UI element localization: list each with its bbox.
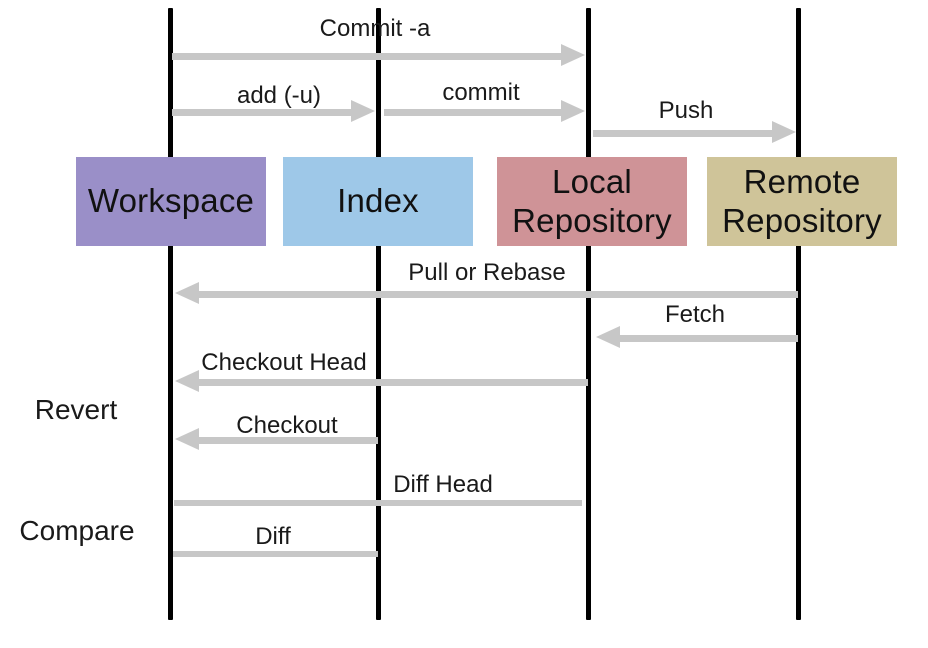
- lifeline-local-repository: [586, 8, 591, 620]
- arrow-head-commit-a-icon: [561, 44, 585, 66]
- arrow-head-fetch-icon: [596, 326, 620, 348]
- box-label-remote-repository: Remote Repository: [722, 162, 882, 239]
- arrow-shaft-diff: [173, 551, 378, 557]
- arrow-shaft-pull-or-rebase: [195, 291, 798, 298]
- arrow-shaft-push: [593, 130, 776, 137]
- arrow-head-add-u-icon: [351, 100, 375, 122]
- arrow-head-commit-icon: [561, 100, 585, 122]
- arrow-shaft-commit-a: [172, 53, 565, 60]
- arrow-label-diff-head: Diff Head: [393, 471, 493, 498]
- arrow-label-pull-or-rebase: Pull or Rebase: [408, 259, 566, 286]
- arrow-shaft-commit: [384, 109, 565, 116]
- arrow-head-checkout-icon: [175, 428, 199, 450]
- arrow-head-checkout-head-icon: [175, 370, 199, 392]
- arrow-label-diff: Diff: [255, 523, 291, 550]
- lifeline-workspace: [168, 8, 173, 620]
- side-label-revert: Revert: [34, 394, 118, 425]
- side-label-compare: Compare: [19, 515, 135, 546]
- box-workspace: Workspace: [76, 157, 266, 246]
- arrow-shaft-checkout-head: [195, 379, 588, 386]
- arrow-label-add-u: add (-u): [236, 82, 322, 109]
- arrow-head-push-icon: [772, 121, 796, 143]
- box-remote-repository: Remote Repository: [707, 157, 897, 246]
- lifeline-index: [376, 8, 381, 620]
- arrow-label-push: Push: [658, 97, 714, 124]
- arrow-label-commit: commit: [442, 79, 520, 106]
- box-local-repository: Local Repository: [497, 157, 687, 246]
- lifeline-remote-repository: [796, 8, 801, 620]
- box-index: Index: [283, 157, 473, 246]
- box-label-index: Index: [337, 182, 419, 220]
- arrow-shaft-diff-head: [174, 500, 582, 506]
- arrow-label-fetch: Fetch: [664, 301, 726, 328]
- arrow-shaft-fetch: [616, 335, 798, 342]
- arrow-label-checkout-head: Checkout Head: [201, 349, 367, 376]
- arrow-label-commit-a: Commit -a: [319, 15, 431, 42]
- arrow-shaft-checkout: [195, 437, 378, 444]
- arrow-shaft-add-u: [172, 109, 355, 116]
- arrow-head-pull-or-rebase-icon: [175, 282, 199, 304]
- arrow-label-checkout: Checkout: [236, 412, 338, 439]
- box-label-workspace: Workspace: [87, 182, 255, 220]
- box-label-local-repository: Local Repository: [512, 162, 672, 239]
